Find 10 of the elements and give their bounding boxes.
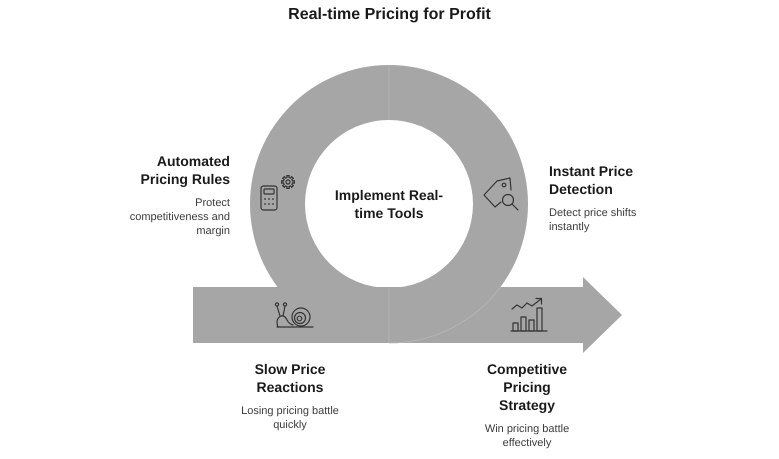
step-heading: Automated Pricing Rules: [140, 152, 230, 188]
center-heading: Implement Real-time Tools: [334, 186, 444, 222]
step-heading: Slow Price Reactions: [254, 360, 326, 396]
step-description: Protect competitiveness and margin: [128, 196, 230, 238]
step-description: Win pricing battle effectively: [484, 422, 570, 450]
step-description: Detect price shifts instantly: [549, 206, 638, 234]
step-heading: Competitive Pricing Strategy: [486, 360, 568, 414]
step-heading: Instant Price Detection: [549, 162, 634, 198]
step-description: Losing pricing battle quickly: [240, 404, 340, 432]
title: Real-time Pricing for Profit: [288, 5, 491, 25]
